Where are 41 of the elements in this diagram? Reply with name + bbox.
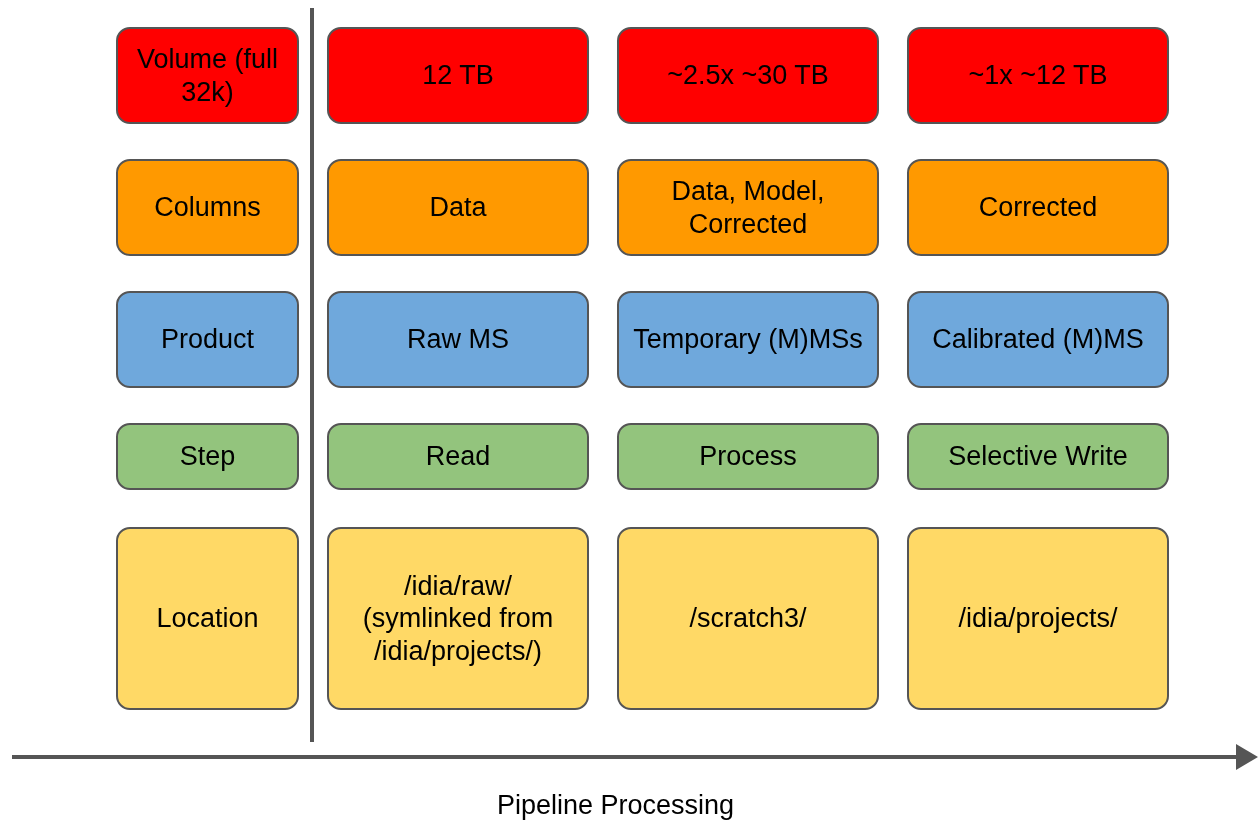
table-box	[907, 527, 1169, 710]
box-text: Product	[160, 323, 255, 356]
table-box	[327, 527, 589, 710]
box-text: Temporary (M)MSs	[633, 323, 863, 356]
table-box	[327, 159, 589, 256]
table-box	[327, 27, 589, 124]
table-box	[907, 291, 1169, 388]
table-box	[116, 159, 299, 256]
table-box	[907, 423, 1169, 490]
table-box	[116, 291, 299, 388]
box-text: Data, Model, Corrected	[670, 175, 826, 240]
table-box	[617, 159, 879, 256]
axis-label: Pipeline Processing	[497, 790, 735, 821]
table-box	[116, 527, 299, 710]
table-box	[327, 423, 589, 490]
box-text: Selective Write	[948, 440, 1128, 473]
box-text: Corrected	[978, 191, 1098, 224]
box-text: Step	[179, 440, 236, 473]
table-box	[116, 27, 299, 124]
box-text: Raw MS	[407, 323, 509, 356]
box-text: Columns	[154, 191, 261, 224]
table-box	[327, 291, 589, 388]
box-text: Location	[156, 602, 259, 635]
box-text: /idia/projects/	[958, 602, 1118, 635]
box-text: ~1x ~12 TB	[968, 59, 1108, 92]
table-box	[617, 527, 879, 710]
box-text: Calibrated (M)MS	[932, 323, 1144, 356]
box-text: Volume (full 32k)	[135, 43, 280, 108]
box-text: /idia/raw/ (symlinked from /idia/projects/)	[361, 569, 555, 668]
table-box	[907, 27, 1169, 124]
table-box	[617, 27, 879, 124]
table-box	[907, 159, 1169, 256]
box-text: 12 TB	[422, 59, 494, 92]
table-box	[116, 423, 299, 490]
box-text: Process	[699, 440, 797, 473]
table-box	[617, 423, 879, 490]
box-text: ~2.5x ~30 TB	[667, 59, 829, 92]
box-text: Read	[425, 440, 491, 473]
table-box	[617, 291, 879, 388]
box-text: /scratch3/	[689, 602, 807, 635]
box-text: Data	[429, 191, 487, 224]
